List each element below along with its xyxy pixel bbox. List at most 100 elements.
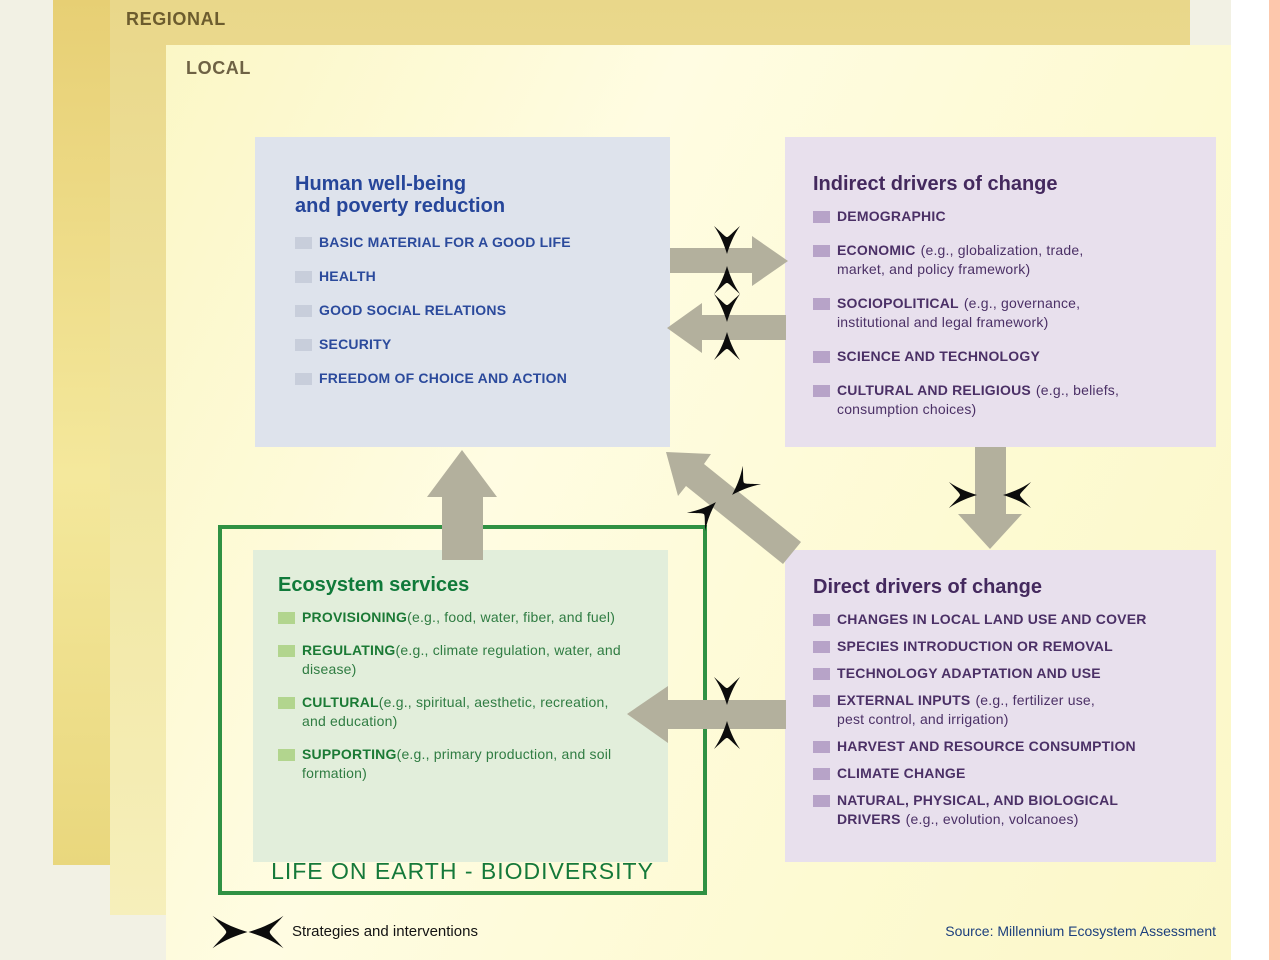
list-item: REGULATING(e.g., climate regulation, wat…: [278, 641, 638, 679]
list-item: BASIC MATERIAL FOR A GOOD LIFE: [295, 233, 656, 252]
bullet-square-icon: [295, 305, 312, 317]
bullet-square-icon: [278, 645, 295, 657]
indirect-drivers-box: Indirect drivers of change DEMOGRAPHIC E…: [785, 137, 1216, 447]
indirect-item: DEMOGRAPHIC: [837, 207, 951, 226]
list-item: NATURAL, PHYSICAL, AND BIOLOGICAL DRIVER…: [813, 791, 1204, 829]
bullet-square-icon: [813, 695, 830, 707]
list-item: SCIENCE AND TECHNOLOGY: [813, 347, 1204, 366]
bullet-square-icon: [295, 373, 312, 385]
item-detail: (e.g., fertilizer use, pest control, and…: [837, 692, 1095, 727]
page-edge-strip: [1269, 0, 1280, 960]
list-item: SUPPORTING(e.g., primary production, and…: [278, 745, 638, 783]
item-detail: (e.g., globalization, trade, market, and…: [837, 242, 1084, 277]
list-item: CHANGES IN LOCAL LAND USE AND COVER: [813, 610, 1204, 629]
wellbeing-item-label: BASIC MATERIAL FOR A GOOD LIFE: [319, 234, 571, 250]
item-label: TECHNOLOGY ADAPTATION AND USE: [837, 665, 1101, 681]
item-label: SUPPORTING: [302, 746, 397, 762]
regional-label: REGIONAL: [126, 9, 226, 29]
bullet-square-icon: [813, 641, 830, 653]
item-label: ECONOMIC: [837, 242, 916, 258]
item-label: CLIMATE CHANGE: [837, 765, 966, 781]
item-detail: (e.g., climate regulation, water, and di…: [302, 642, 621, 677]
bullet-square-icon: [813, 298, 830, 310]
ecosystem-services-box: Ecosystem services PROVISIONING(e.g., fo…: [253, 550, 668, 862]
list-item: SPECIES INTRODUCTION OR REMOVAL: [813, 637, 1204, 656]
local-label: LOCAL: [186, 58, 251, 78]
direct-items: CHANGES IN LOCAL LAND USE AND COVER SPEC…: [813, 610, 1204, 829]
indirect-title: Indirect drivers of change: [813, 173, 1058, 195]
item-label: DEMOGRAPHIC: [837, 208, 946, 224]
bullet-square-icon: [295, 339, 312, 351]
global-scale-panel: [53, 0, 110, 865]
indirect-items: DEMOGRAPHIC ECONOMIC(e.g., globalization…: [813, 207, 1204, 419]
ecosystem-item: PROVISIONING(e.g., food, water, fiber, a…: [302, 608, 615, 627]
wellbeing-item-label: SECURITY: [319, 336, 392, 352]
bullet-square-icon: [813, 768, 830, 780]
wellbeing-items: BASIC MATERIAL FOR A GOOD LIFE HEALTH GO…: [295, 233, 656, 388]
bullet-square-icon: [278, 697, 295, 709]
direct-item: EXTERNAL INPUTS(e.g., fertilizer use, pe…: [837, 691, 1095, 729]
list-item: PROVISIONING(e.g., food, water, fiber, a…: [278, 608, 638, 627]
human-wellbeing-box: Human well-being and poverty reduction B…: [255, 137, 670, 447]
item-detail: (e.g., primary production, and soil form…: [302, 746, 612, 781]
bullet-square-icon: [813, 668, 830, 680]
item-label: NATURAL, PHYSICAL, AND BIOLOGICAL DRIVER…: [837, 792, 1119, 827]
list-item: CULTURAL AND RELIGIOUS(e.g., beliefs, co…: [813, 381, 1204, 419]
bullet-square-icon: [813, 351, 830, 363]
list-item: SECURITY: [295, 335, 656, 354]
list-item: CULTURAL(e.g., spiritual, aesthetic, rec…: [278, 693, 638, 731]
wellbeing-item-label: FREEDOM OF CHOICE AND ACTION: [319, 370, 568, 386]
wellbeing-title: Human well-being and poverty reduction: [295, 173, 506, 217]
ecosystem-item: REGULATING(e.g., climate regulation, wat…: [302, 641, 638, 679]
list-item: HARVEST AND RESOURCE CONSUMPTION: [813, 737, 1204, 756]
list-item: SOCIOPOLITICAL(e.g., governance, institu…: [813, 294, 1204, 332]
direct-item: NATURAL, PHYSICAL, AND BIOLOGICAL DRIVER…: [837, 791, 1118, 829]
item-label: EXTERNAL INPUTS: [837, 692, 971, 708]
direct-item: SPECIES INTRODUCTION OR REMOVAL: [837, 637, 1118, 656]
item-label: REGULATING: [302, 642, 396, 658]
bullet-square-icon: [813, 741, 830, 753]
item-label: SOCIOPOLITICAL: [837, 295, 959, 311]
bullet-square-icon: [813, 385, 830, 397]
list-item: DEMOGRAPHIC: [813, 207, 1204, 226]
direct-item: HARVEST AND RESOURCE CONSUMPTION: [837, 737, 1141, 756]
direct-title: Direct drivers of change: [813, 576, 1042, 598]
ecosystem-title: Ecosystem services: [278, 574, 470, 596]
direct-item: CHANGES IN LOCAL LAND USE AND COVER: [837, 610, 1152, 629]
direct-item: TECHNOLOGY ADAPTATION AND USE: [837, 664, 1106, 683]
indirect-item: CULTURAL AND RELIGIOUS(e.g., beliefs, co…: [837, 381, 1119, 419]
bullet-square-icon: [295, 271, 312, 283]
strategies-legend-label: Strategies and interventions: [292, 923, 478, 940]
indirect-item: ECONOMIC(e.g., globalization, trade, mar…: [837, 241, 1083, 279]
bullet-square-icon: [278, 612, 295, 624]
bullet-square-icon: [813, 614, 830, 626]
item-label: CULTURAL: [302, 694, 379, 710]
item-label: PROVISIONING: [302, 609, 408, 625]
bullet-square-icon: [813, 245, 830, 257]
bullet-square-icon: [813, 795, 830, 807]
item-detail: (e.g., evolution, volcanoes): [905, 811, 1079, 827]
item-detail: (e.g., governance, institutional and leg…: [837, 295, 1081, 330]
list-item: HEALTH: [295, 267, 656, 286]
wellbeing-item-label: GOOD SOCIAL RELATIONS: [319, 302, 507, 318]
source-attribution: Source: Millennium Ecosystem Assessment: [945, 923, 1216, 939]
item-label: HARVEST AND RESOURCE CONSUMPTION: [837, 738, 1136, 754]
item-label: SCIENCE AND TECHNOLOGY: [837, 348, 1041, 364]
item-label: SPECIES INTRODUCTION OR REMOVAL: [837, 638, 1113, 654]
direct-drivers-box: Direct drivers of change CHANGES IN LOCA…: [785, 550, 1216, 862]
item-label: CULTURAL AND RELIGIOUS: [837, 382, 1031, 398]
ecosystem-items: PROVISIONING(e.g., food, water, fiber, a…: [278, 608, 638, 783]
list-item: TECHNOLOGY ADAPTATION AND USE: [813, 664, 1204, 683]
indirect-item: SOCIOPOLITICAL(e.g., governance, institu…: [837, 294, 1080, 332]
item-label: CHANGES IN LOCAL LAND USE AND COVER: [837, 611, 1147, 627]
bullet-square-icon: [813, 211, 830, 223]
list-item: EXTERNAL INPUTS(e.g., fertilizer use, pe…: [813, 691, 1204, 729]
list-item: CLIMATE CHANGE: [813, 764, 1204, 783]
ecosystem-item: SUPPORTING(e.g., primary production, and…: [302, 745, 638, 783]
list-item: ECONOMIC(e.g., globalization, trade, mar…: [813, 241, 1204, 279]
wellbeing-item-label: HEALTH: [319, 268, 376, 284]
indirect-item: SCIENCE AND TECHNOLOGY: [837, 347, 1045, 366]
list-item: GOOD SOCIAL RELATIONS: [295, 301, 656, 320]
ecosystem-item: CULTURAL(e.g., spiritual, aesthetic, rec…: [302, 693, 609, 731]
